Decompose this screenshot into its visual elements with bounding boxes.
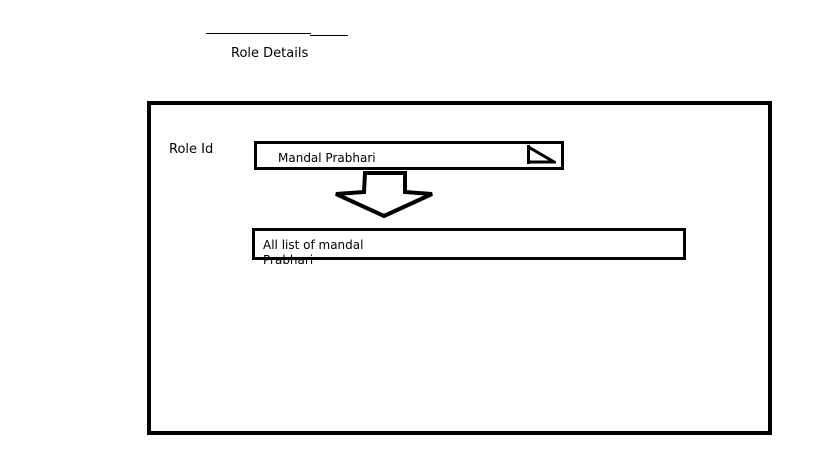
role-dropdown-selected-value: Mandal Prabhari [278, 151, 376, 165]
triangle-dropdown-icon[interactable] [527, 145, 556, 164]
role-details-panel [147, 101, 772, 435]
title-underline-extension [310, 35, 348, 36]
down-arrow-icon [335, 171, 433, 219]
role-id-label: Role Id [169, 142, 214, 157]
mandal-prabhari-list-text: All list of mandal Prabhari [263, 238, 364, 267]
mandal-prabhari-list[interactable] [252, 228, 686, 260]
title-underline [206, 33, 311, 34]
role-id-dropdown[interactable]: Mandal Prabhari [254, 141, 564, 170]
page-title: Role Details [231, 46, 309, 61]
